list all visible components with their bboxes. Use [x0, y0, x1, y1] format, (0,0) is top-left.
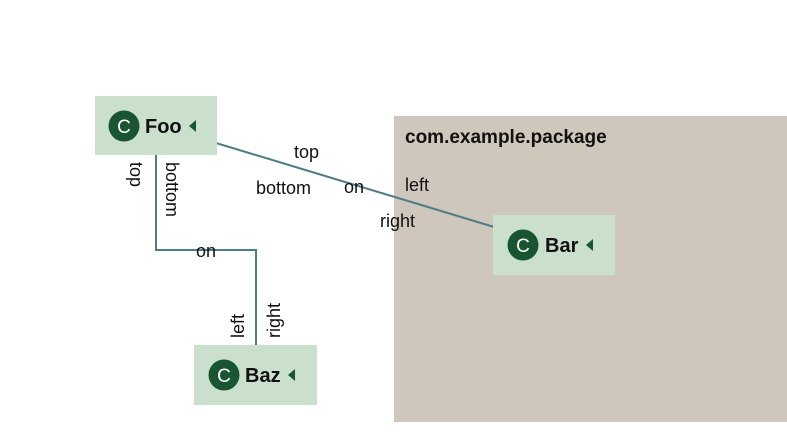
caret-left-icon[interactable] [288, 369, 295, 381]
edge-foo-baz-target-label: left [228, 314, 248, 338]
edge-foo-bar-line [215, 142, 495, 228]
edge-foo-bar-target-label: left [405, 175, 429, 195]
edge-foo-bar[interactable]: top bottom on left right [215, 142, 495, 231]
edge-foo-baz-source-label: top [126, 162, 146, 187]
edge-foo-baz-target-label-2: right [264, 303, 284, 338]
class-badge-icon [507, 229, 539, 261]
caret-left-icon[interactable] [586, 239, 593, 251]
class-node-foo[interactable]: C Foo [95, 96, 217, 155]
class-badge-icon [208, 359, 240, 391]
class-name: Bar [545, 235, 579, 257]
class-name: Foo [145, 116, 182, 138]
class-node-baz[interactable]: C Baz [194, 345, 317, 405]
edge-foo-baz[interactable]: top bottom on left right [126, 155, 284, 346]
caret-left-icon[interactable] [189, 120, 196, 132]
edge-foo-bar-mid-label: on [344, 177, 364, 197]
edge-foo-bar-source-label: top [294, 142, 319, 162]
edge-foo-bar-source-label-2: bottom [256, 178, 311, 198]
package-title: com.example.package [405, 127, 607, 148]
edge-foo-bar-target-label-2: right [380, 211, 415, 231]
class-badge-icon [108, 110, 140, 142]
edge-foo-baz-line [155, 155, 257, 346]
class-node-bar[interactable]: C Bar [493, 215, 615, 275]
class-name: Baz [245, 365, 281, 387]
edge-foo-baz-source-label-2: bottom [162, 162, 182, 217]
class-badge-letter: C [117, 117, 131, 138]
class-badge-letter: C [516, 236, 530, 257]
class-badge-letter: C [217, 366, 231, 387]
edge-foo-baz-mid-label: on [196, 241, 216, 261]
